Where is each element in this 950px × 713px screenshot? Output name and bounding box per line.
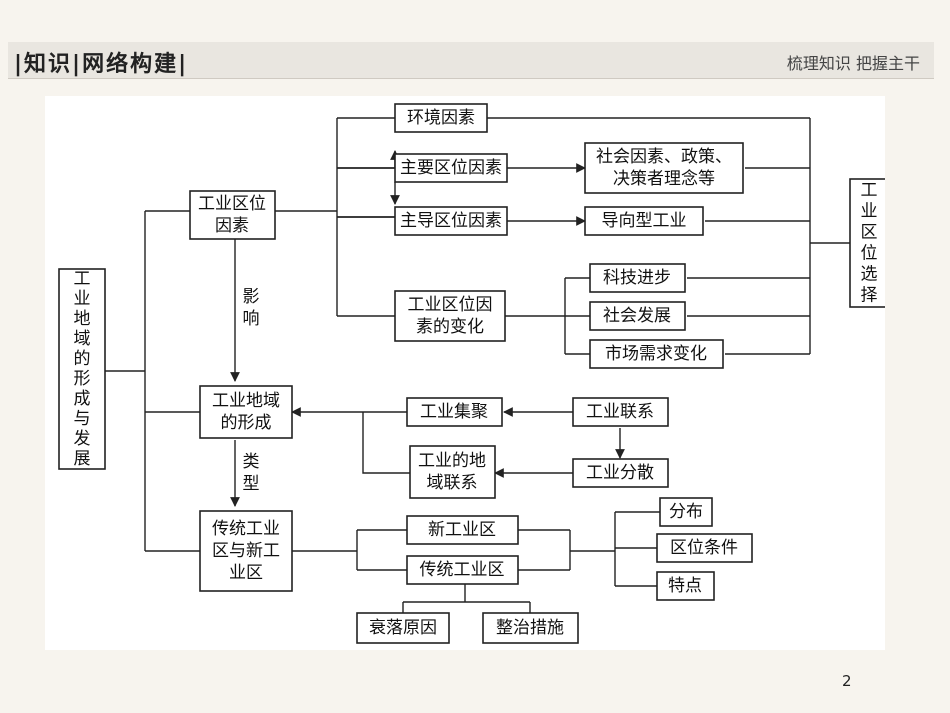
factors-label: 工业区位因素	[198, 194, 266, 236]
features-label: 特点	[668, 576, 702, 596]
choice-label: 工业区位选择	[861, 181, 878, 306]
decline-label: 衰落原因	[369, 618, 437, 638]
newarea-box	[406, 515, 519, 545]
fix-box	[482, 612, 579, 644]
factors-box	[189, 190, 276, 240]
decline-box	[356, 612, 450, 644]
regional-box	[409, 445, 496, 499]
oriented-label: 导向型工业	[602, 211, 687, 231]
socdev-label: 社会发展	[603, 306, 671, 326]
leading-box	[394, 206, 508, 236]
socdev-box	[589, 301, 686, 331]
conditions-label: 区位条件	[670, 538, 738, 558]
formation-box	[199, 385, 293, 439]
oriented-box	[584, 206, 704, 236]
oldarea-label: 传统工业区	[420, 560, 505, 580]
change-label: 工业区位因素的变化	[408, 295, 493, 337]
tech-label: 科技进步	[603, 268, 671, 288]
slide-header: |知识|网络构建| 梳理知识 把握主干	[8, 42, 934, 79]
features-box	[656, 571, 715, 601]
change-box	[394, 290, 506, 342]
link-box	[572, 397, 669, 427]
social-box	[584, 142, 744, 194]
conditions-box	[656, 533, 753, 563]
formation-label: 工业地域的形成	[212, 391, 280, 433]
link-label: 工业联系	[586, 402, 654, 422]
header-title: |知识|网络构建|	[14, 52, 189, 77]
tech-box	[589, 263, 686, 293]
disperse-label: 工业分散	[586, 463, 654, 483]
env-label: 环境因素	[407, 108, 475, 128]
market-box	[589, 339, 724, 369]
traditional-label: 传统工业区与新工业区	[212, 519, 280, 583]
diagram-panel: 工业地域的形成与发展 工业区位因素 环境因素主要区位因素 社会因素、政策、决策者理念等…	[45, 96, 889, 650]
fix-label: 整治措施	[496, 618, 564, 638]
distribution-box	[659, 497, 713, 527]
market-label: 市场需求变化	[605, 344, 707, 364]
choice-box	[849, 178, 889, 308]
regional-label: 工业的地域联系	[418, 451, 486, 493]
page-number: 2	[842, 672, 852, 690]
agglom-label: 工业集聚	[420, 402, 488, 422]
root-label: 工业地域的形成与发展	[74, 269, 91, 469]
main-box	[394, 153, 508, 183]
header-subtitle: 梳理知识 把握主干	[786, 54, 920, 73]
social-label: 社会因素、政策、决策者理念等	[596, 147, 732, 189]
root-box	[58, 268, 106, 470]
leading-label: 主导区位因素	[400, 211, 502, 231]
distribution-label: 分布	[669, 502, 703, 522]
main-label: 主要区位因素	[400, 158, 502, 178]
type-label: 类型	[243, 452, 260, 494]
disperse-box	[572, 458, 669, 488]
env-box	[394, 103, 488, 133]
oldarea-box	[406, 555, 519, 585]
agglom-box	[406, 397, 503, 427]
traditional-box	[199, 510, 293, 592]
newarea-label: 新工业区	[428, 520, 496, 540]
influence-label: 影响	[243, 287, 260, 329]
